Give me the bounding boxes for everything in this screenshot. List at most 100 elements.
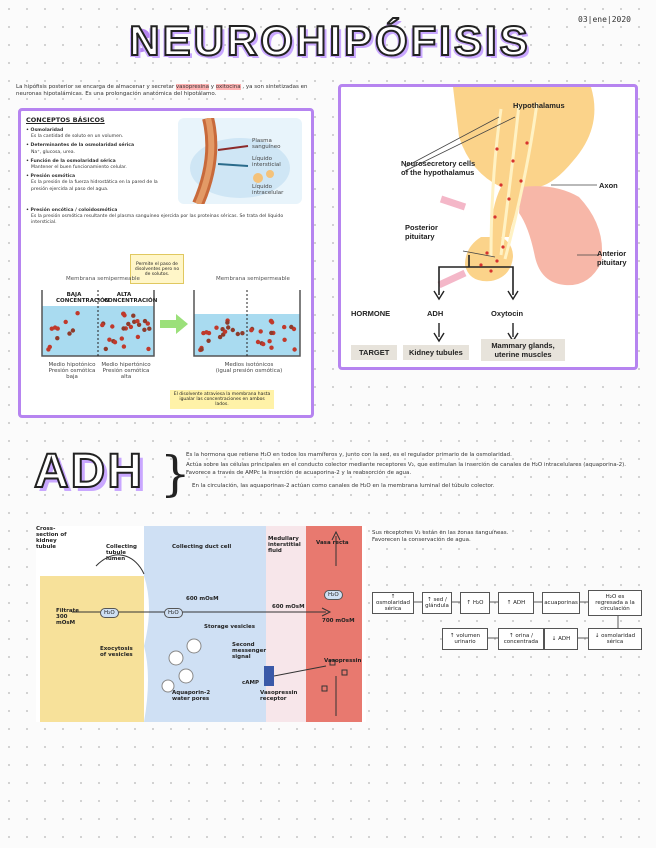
- solute-particle: [222, 329, 228, 334]
- anterior-pituitary-label: Anterior pituitary: [597, 249, 627, 268]
- adh-hormone: ADH: [427, 309, 444, 318]
- flow-step: ↑ sed / glándula: [422, 592, 452, 614]
- exocytosis-label: Exocytosis of vesicles: [100, 646, 133, 658]
- solute-particle: [46, 347, 51, 352]
- page-date: 03|ene|2020: [578, 15, 631, 24]
- filtrate-label: Filtrate 300 mOsM: [56, 608, 79, 626]
- solute-particle: [235, 331, 240, 337]
- receptors-title: Sus receptores V₂ están en las zonas san…: [372, 530, 509, 536]
- solute-particle: [126, 321, 131, 327]
- solute-particle: [269, 345, 274, 350]
- solute-particle: [122, 313, 127, 318]
- solute-particle: [63, 319, 68, 325]
- mosm-label: 600 mOsM: [186, 596, 219, 602]
- oxytocin-hormone: Oxytocin: [491, 309, 524, 318]
- header-doodle: [128, 26, 152, 56]
- solute-particle: [112, 340, 118, 345]
- concepts-heading: CONCEPTOS BÁSICOS: [26, 116, 105, 124]
- solute-particle: [226, 325, 231, 330]
- high-concentration-label: ALTA CONCENTRACIÓN: [104, 292, 158, 304]
- vessel-diagram: Plasma sanguíneo Líquido intersticial Lí…: [178, 116, 302, 207]
- solute-particle: [261, 341, 266, 347]
- intro-line2: sintetizadas en neuronas hipotalámicas. …: [16, 84, 308, 98]
- solute-particle: [199, 347, 204, 352]
- solute-particle: [55, 336, 60, 341]
- hypertonic-caption: Medio hipertónico Presión osmótica alta: [101, 362, 151, 380]
- mosm-label: 600 mOsM: [272, 604, 305, 610]
- solute-particle: [282, 324, 287, 330]
- hypothalamus-label: Hypothalamus: [513, 101, 565, 110]
- lumen-label: Collecting tubule lumen: [106, 544, 137, 562]
- membrane-label-left: Membrana semipermeable: [66, 276, 140, 282]
- osmosis-beaker-after: [192, 288, 302, 358]
- mosm-label: 700 mOsM: [322, 618, 355, 624]
- solute-particle: [292, 347, 297, 352]
- solute-particle: [225, 320, 230, 325]
- hypotonic-caption: Medio hipotónico Presión osmótica baja: [48, 362, 96, 380]
- solute-particle: [267, 339, 272, 344]
- flowchart: ↑ osmolaridad sérica ↑ sed / glándula ↑ …: [372, 588, 644, 660]
- solute-particle: [75, 311, 80, 316]
- solute-particle: [110, 324, 115, 329]
- solute-particle: [289, 324, 294, 330]
- intro-highlight-oxitocina: oxitocina: [215, 84, 241, 90]
- solute-particle: [269, 320, 275, 325]
- flow-step: ↑ orina / concentrada: [498, 628, 544, 650]
- osmosis-beaker-before: [40, 288, 156, 358]
- osmosis-arrow: [160, 312, 190, 340]
- solute-particle: [136, 322, 142, 327]
- flow-step: ↑ H₂O: [460, 592, 490, 614]
- flow-step: ↓ osmolaridad sérica: [588, 628, 642, 650]
- concept-item: • Osmolaridad Es la cantidad de soluto e…: [26, 128, 124, 140]
- hormone-label: HORMONE: [351, 309, 391, 318]
- vessel-label: Líquido intersticial: [252, 156, 281, 168]
- intro-text: La hipófisis posterior se encarga de alm…: [16, 84, 330, 99]
- solute-particle: [121, 326, 126, 331]
- solute-particle: [230, 327, 235, 333]
- adh-line3: En la circulación, las aquaporinas-2 act…: [192, 483, 495, 490]
- low-concentration-label: BAJA CONCENTRACIÓN: [56, 292, 110, 304]
- axon-label: Axon: [599, 181, 618, 190]
- concept-item: • Presión oncótica / coloidosmótica Es l…: [26, 208, 284, 226]
- cross-section-label: Cross-section of kidney tubule: [36, 526, 67, 550]
- solute-particle: [217, 334, 223, 340]
- solute-particle: [135, 334, 141, 340]
- solute-particle: [147, 326, 152, 331]
- adh-line2: Actúa sobre las células principales en e…: [186, 462, 626, 476]
- solute-particle: [204, 330, 209, 335]
- solute-particle: [135, 319, 140, 324]
- flow-step: ↓ ADH: [544, 628, 578, 650]
- flow-step: ↑ volumen urinario: [442, 628, 488, 650]
- solute-particle: [128, 324, 134, 330]
- solute-particle: [249, 328, 254, 333]
- pituitary-panel: Hypothalamus Neurosecretory cells of the…: [338, 84, 638, 370]
- solute-particle: [70, 328, 76, 333]
- vessel-label: Líquido intracelular: [252, 184, 284, 196]
- intro-line1-b: y: [210, 84, 214, 90]
- solute-particle: [107, 337, 112, 342]
- osmosis-callout: Permite el paso de disolventes pero no d…: [130, 254, 184, 284]
- h2o-marker: H₂O: [324, 590, 343, 600]
- concept-item: • Función de la osmolaridad sérica Mante…: [26, 158, 127, 170]
- osmosis-note: El disolvente atraviesa la membrana hast…: [170, 390, 274, 409]
- solute-particle: [119, 336, 125, 341]
- collecting-duct-diagram: Cross-section of kidney tubule Collectin…: [36, 526, 366, 722]
- concept-item: • Presión osmótica Es la presión de la f…: [26, 174, 158, 192]
- membrane-label-right: Membrana semipermeable: [216, 276, 290, 282]
- adh-brace: }: [160, 446, 191, 502]
- concepts-list: • Osmolaridad Es la cantidad de soluto e…: [26, 128, 174, 196]
- solute-particle: [214, 325, 219, 330]
- solute-particle: [269, 330, 274, 336]
- target-label: TARGET: [351, 345, 398, 360]
- solute-particle: [100, 322, 105, 328]
- posterior-pituitary-label: Posterior pituitary: [405, 223, 438, 242]
- solute-particle: [240, 331, 245, 336]
- solute-particle: [145, 321, 150, 326]
- h2o-marker: H₂O: [164, 608, 183, 618]
- vasa-recta-label: Vasa recta: [316, 540, 349, 546]
- page-title: NEUROHIPÓFISIS: [128, 16, 531, 65]
- h2o-marker: H₂O: [100, 608, 119, 618]
- receptors-sub: Favorecen la conservación de agua.: [372, 537, 471, 544]
- concept-item: • Determinantes de la osmolaridad sérica…: [26, 143, 135, 155]
- solute-particle: [103, 346, 108, 352]
